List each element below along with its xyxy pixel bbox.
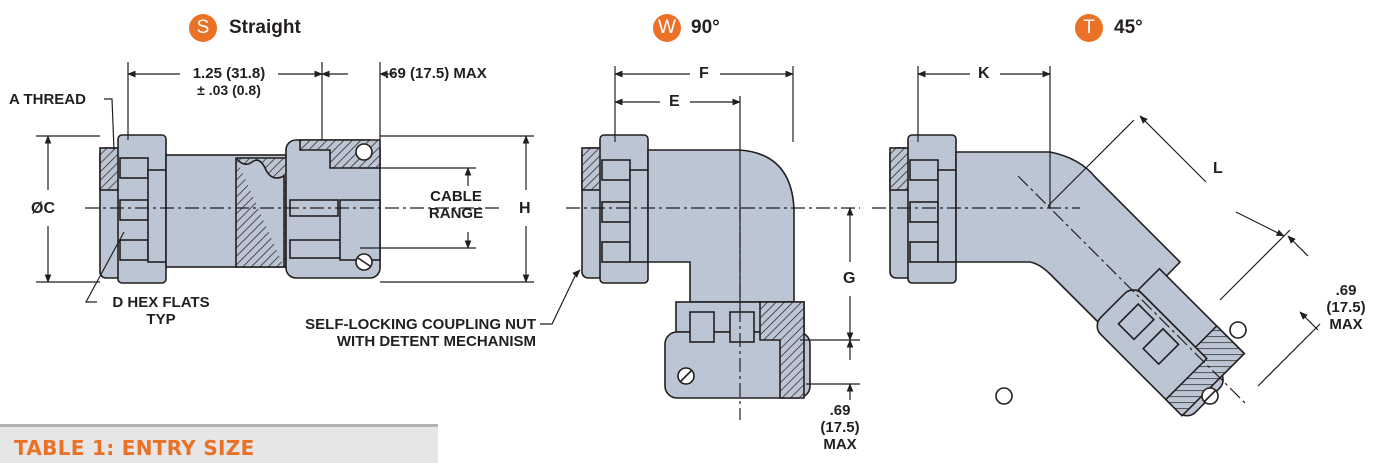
d-hex-line1: D HEX FLATS xyxy=(112,294,210,311)
cable-range-line1: CABLE xyxy=(430,188,482,205)
ninety-max-line2: (17.5) xyxy=(820,419,860,436)
coupling-nut-label: SELF-LOCKING COUPLING NUT WITH DETENT ME… xyxy=(236,316,536,350)
dia-c-label: ØC xyxy=(31,200,55,217)
fortyfive-max-line1: .69 xyxy=(1335,282,1357,299)
fortyfive-max-line3: MAX xyxy=(1329,316,1363,333)
straight-length-tolerance: ± .03 (0.8) xyxy=(197,82,261,98)
fortyfive-max-line2: (17.5) xyxy=(1326,299,1366,316)
view-title-ninety: 90° xyxy=(691,17,720,38)
l-label: L xyxy=(1213,160,1223,177)
e-label: E xyxy=(669,93,680,110)
g-label: G xyxy=(843,270,856,287)
d-hex-label: D HEX FLATS TYP xyxy=(100,294,222,328)
table-header: TABLE 1: ENTRY SIZE xyxy=(0,424,438,463)
ninety-max-line3: MAX xyxy=(823,436,857,453)
h-label: H xyxy=(519,200,531,217)
view-title-fortyfive: 45° xyxy=(1114,17,1143,38)
view-badge-ninety: W xyxy=(653,14,681,42)
cable-range-label: CABLE RANGE xyxy=(426,188,486,222)
table-title: TABLE 1: ENTRY SIZE xyxy=(14,436,255,460)
view-badge-fortyfive: T xyxy=(1075,14,1103,42)
k-label: K xyxy=(978,65,990,82)
cable-range-line2: RANGE xyxy=(428,205,484,222)
a-thread-label: A THREAD xyxy=(9,91,86,108)
d-hex-line2: TYP xyxy=(146,311,176,328)
view-title-straight: Straight xyxy=(229,17,301,38)
view-badge-straight: S xyxy=(189,14,217,42)
ninety-max-line1: .69 xyxy=(829,402,851,419)
ninety-connector xyxy=(581,134,811,399)
fortyfive-max-dim: .69 (17.5) MAX xyxy=(1318,282,1374,333)
coupling-nut-line1: SELF-LOCKING COUPLING NUT xyxy=(305,316,536,333)
straight-length-dim: 1.25 (31.8) ± .03 (0.8) xyxy=(181,65,277,99)
f-label: F xyxy=(699,65,709,82)
coupling-nut-line2: WITH DETENT MECHANISM xyxy=(336,333,536,350)
straight-max-dim: .69 (17.5) MAX xyxy=(385,65,487,82)
straight-connector xyxy=(99,134,381,284)
fortyfive-connector xyxy=(889,134,1247,417)
ninety-max-dim: .69 (17.5) MAX xyxy=(812,402,868,453)
straight-length-value: 1.25 (31.8) xyxy=(192,65,266,82)
